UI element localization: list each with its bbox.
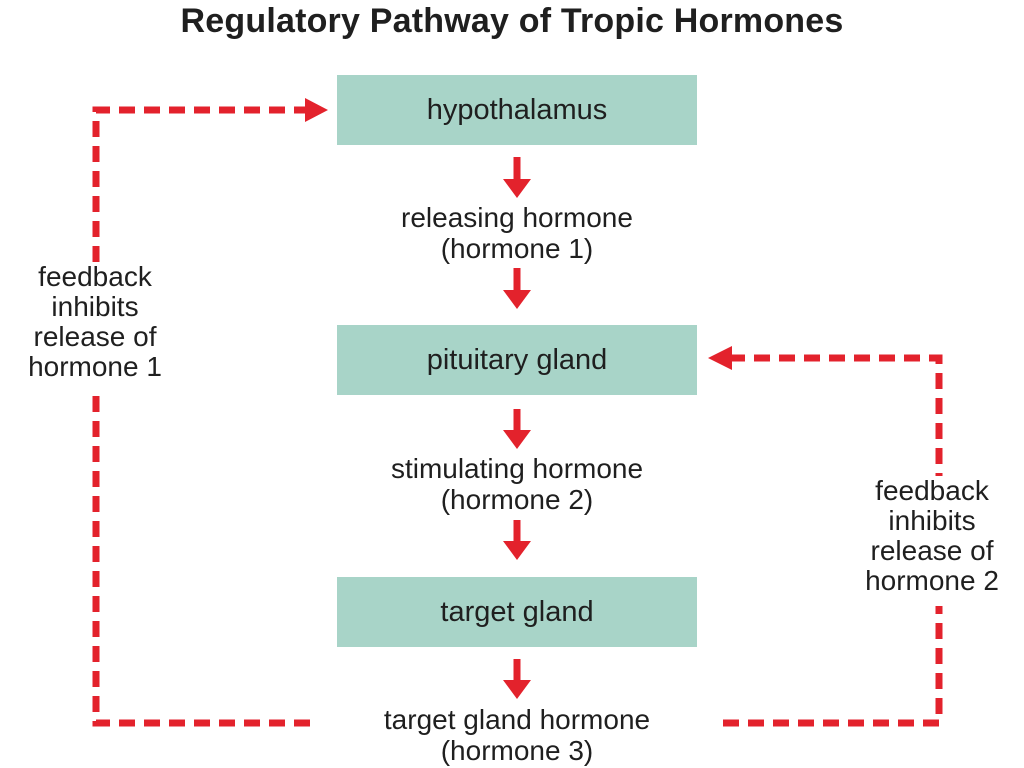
target-gland-hormone-label: target gland hormone (hormone 3) bbox=[317, 704, 717, 766]
feedback-arrowhead-left bbox=[305, 98, 328, 122]
feedback-left-line-1: feedback bbox=[38, 261, 152, 292]
stimulating-hormone-label: stimulating hormone (hormone 2) bbox=[317, 453, 717, 515]
feedback-label-right: feedback inhibits release of hormone 2 bbox=[840, 476, 1024, 606]
hormone-2-number: (hormone 2) bbox=[440, 484, 594, 515]
feedback-loop-right bbox=[698, 346, 943, 727]
hormone-2-name: stimulating hormone bbox=[390, 453, 644, 484]
hypothalamus-label: hypothalamus bbox=[426, 93, 608, 126]
pituitary-gland-box: pituitary gland bbox=[337, 325, 697, 395]
feedback-arrowhead-right bbox=[708, 346, 732, 370]
target-gland-box: target gland bbox=[337, 577, 697, 647]
feedback-label-left: feedback inhibits release of hormone 1 bbox=[0, 262, 190, 392]
down-arrow-2 bbox=[503, 268, 531, 309]
feedback-right-line-3: release of bbox=[870, 535, 994, 566]
feedback-right-line-1: feedback bbox=[875, 475, 989, 506]
hormone-1-name: releasing hormone bbox=[401, 202, 633, 233]
hormone-3-name: target gland hormone bbox=[383, 704, 651, 735]
down-arrow-3 bbox=[503, 409, 531, 449]
hormone-3-number: (hormone 3) bbox=[440, 735, 594, 766]
feedback-left-line-4: hormone 1 bbox=[28, 351, 162, 382]
feedback-loop-left bbox=[92, 98, 335, 727]
down-arrow-4 bbox=[503, 520, 531, 560]
diagram-title: Regulatory Pathway of Tropic Hormones bbox=[180, 2, 844, 40]
feedback-right-line-2: inhibits bbox=[888, 505, 976, 536]
down-arrow-1 bbox=[503, 157, 531, 198]
releasing-hormone-label: releasing hormone (hormone 1) bbox=[317, 202, 717, 264]
hypothalamus-box: hypothalamus bbox=[337, 75, 697, 145]
feedback-left-line-2: inhibits bbox=[51, 291, 139, 322]
target-gland-label: target gland bbox=[440, 595, 594, 628]
down-arrow-5 bbox=[503, 659, 531, 699]
feedback-right-line-4: hormone 2 bbox=[865, 565, 999, 596]
feedback-left-line-3: release of bbox=[33, 321, 157, 352]
hormone-1-number: (hormone 1) bbox=[440, 233, 594, 264]
pituitary-gland-label: pituitary gland bbox=[426, 343, 608, 376]
